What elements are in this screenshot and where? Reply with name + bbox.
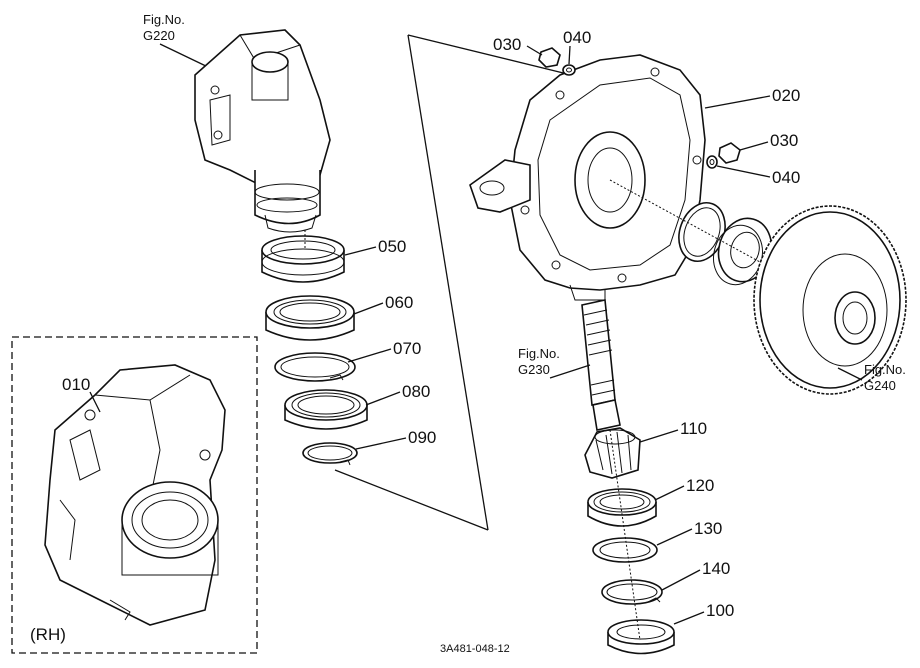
part-label-050: 050 xyxy=(378,237,406,256)
part-140-drawing[interactable] xyxy=(601,579,663,605)
part-label-030-top: 030 xyxy=(493,35,521,54)
leader-060 xyxy=(353,302,384,315)
part-label-090: 090 xyxy=(408,428,436,447)
leader-g240 xyxy=(837,367,863,381)
washer-040-right[interactable] xyxy=(706,155,718,169)
part-label-040-top: 040 xyxy=(563,28,591,47)
part-label-130: 130 xyxy=(694,519,722,538)
part-060-drawing[interactable] xyxy=(265,295,355,341)
part-label-070: 070 xyxy=(393,339,421,358)
final-gear-drawing[interactable] xyxy=(753,205,907,395)
part-090-drawing[interactable] xyxy=(302,442,358,466)
leader-080 xyxy=(365,391,401,406)
axis-line-pinion xyxy=(609,429,641,641)
part-label-140: 140 xyxy=(702,559,730,578)
inset-frame xyxy=(11,336,258,654)
part-label-020: 020 xyxy=(772,86,800,105)
ref-g230-line2: G230 xyxy=(518,362,550,377)
part-label-110: 110 xyxy=(680,419,707,438)
ref-g220-line2: G220 xyxy=(143,28,175,43)
part-label-120: 120 xyxy=(686,476,714,495)
ref-g220-line1: Fig.No. xyxy=(143,12,185,27)
part-label-080: 080 xyxy=(402,382,430,401)
nut-030-top[interactable] xyxy=(538,47,561,68)
nut-030-right[interactable] xyxy=(718,142,741,164)
part-label-040-right: 040 xyxy=(772,168,800,187)
axis-line-case xyxy=(609,179,761,263)
leader-g230 xyxy=(549,364,591,379)
part-label-060: 060 xyxy=(385,293,413,312)
leader-030-right xyxy=(739,141,769,151)
leader-140 xyxy=(661,569,701,591)
leader-100 xyxy=(673,611,705,625)
part-080-drawing[interactable] xyxy=(284,389,368,430)
leader-020 xyxy=(704,95,771,109)
part-110-drawing[interactable] xyxy=(584,427,641,479)
leader-110 xyxy=(639,429,679,443)
part-120-drawing[interactable] xyxy=(587,488,657,527)
leader-130 xyxy=(656,528,693,546)
leader-050 xyxy=(344,246,377,256)
leader-070 xyxy=(347,348,392,363)
ref-g240-line1: Fig.No. xyxy=(864,362,906,377)
part-050-drawing[interactable] xyxy=(261,235,345,283)
leader-040-right xyxy=(716,165,771,178)
leader-030-top xyxy=(526,45,543,56)
leader-040-top xyxy=(568,45,571,65)
rh-housing-drawing[interactable] xyxy=(44,364,226,626)
figure-code: 3A481-048-12 xyxy=(440,643,510,655)
part-label-010: 010 xyxy=(62,375,90,394)
ref-g240-line2: G240 xyxy=(864,378,896,393)
shaft-drawing[interactable] xyxy=(581,299,621,431)
final-case-drawing[interactable] xyxy=(469,54,706,301)
leader-010 xyxy=(89,391,101,413)
bracket-right xyxy=(407,34,489,531)
part-070-drawing[interactable] xyxy=(274,352,356,382)
leader-090 xyxy=(355,437,407,450)
leader-g220 xyxy=(159,43,211,69)
upper-housing-drawing[interactable] xyxy=(194,29,331,233)
inset-label: (RH) xyxy=(30,625,66,644)
part-130-drawing[interactable] xyxy=(592,537,658,563)
washer-040-top[interactable] xyxy=(562,64,576,76)
bracket-bottom xyxy=(334,469,489,531)
part-100-drawing[interactable] xyxy=(607,619,675,655)
leader-120 xyxy=(654,485,685,501)
ref-g230-line1: Fig.No. xyxy=(518,346,560,361)
part-label-100: 100 xyxy=(706,601,734,620)
part-label-030-right: 030 xyxy=(770,131,798,150)
